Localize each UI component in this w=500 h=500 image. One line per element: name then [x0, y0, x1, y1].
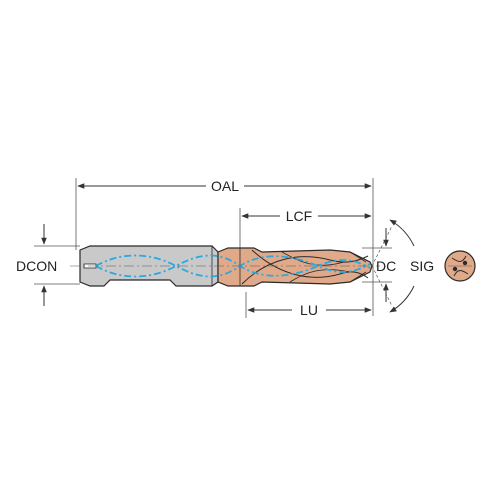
dc-dimension: DC [376, 228, 396, 302]
dcon-dimension: DCON [16, 224, 57, 306]
drill-fluted-body [217, 247, 373, 287]
dc-label: DC [376, 258, 396, 274]
sig-dimension: SIG [371, 219, 434, 313]
lcf-label: LCF [286, 208, 312, 224]
lu-dimension: LU [247, 302, 372, 318]
dcon-label: DCON [16, 258, 57, 274]
sig-label: SIG [410, 258, 434, 274]
drill-tip-end-view-icon [444, 250, 476, 282]
lcf-dimension: LCF [241, 208, 372, 224]
lu-label: LU [300, 302, 318, 318]
extension-lines [34, 178, 392, 318]
oal-dimension: OAL [77, 178, 372, 194]
oal-label: OAL [211, 178, 239, 194]
